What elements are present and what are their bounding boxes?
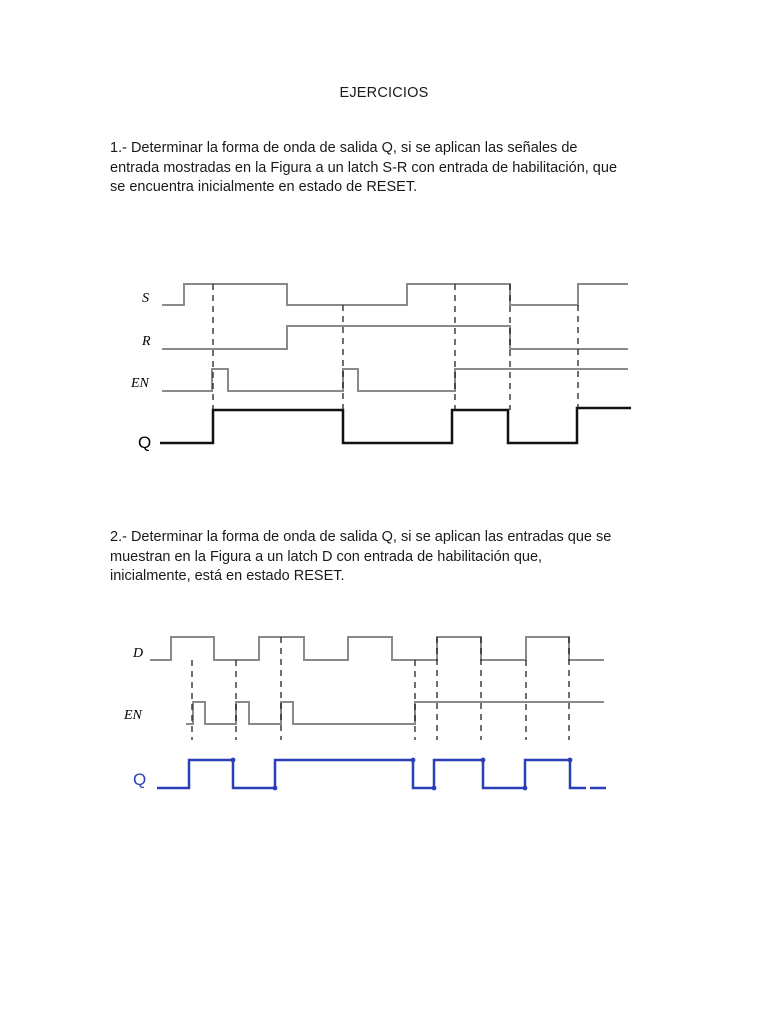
transition-point (230, 757, 236, 763)
waveform-en (162, 368, 628, 392)
signal-label-d: D (132, 646, 143, 661)
sr-latch-timing-diagram: S R EN Q (130, 283, 631, 452)
waveform-r (162, 325, 628, 350)
signal-label-en: EN (130, 376, 150, 391)
waveform-s (162, 283, 628, 306)
waveform-q (160, 406, 631, 445)
waveform-en (186, 701, 604, 725)
transition-point (480, 757, 486, 763)
exercise-1-statement: 1.- Determinar la forma de onda de salid… (110, 139, 670, 198)
page-title: EJERCICIOS (339, 85, 429, 101)
transition-point (567, 757, 573, 763)
exercise-2-line-1: 2.- Determinar la forma de onda de salid… (110, 529, 612, 545)
signal-label-q: Q (138, 433, 151, 452)
signal-label-s: S (142, 291, 149, 306)
waveform-q (157, 758, 586, 790)
transition-point (272, 785, 278, 791)
signal-label-en: EN (123, 708, 143, 723)
d-latch-timing-diagram: D EN Q (123, 636, 606, 791)
waveform-d (150, 636, 604, 661)
exercise-2-statement: 2.- Determinar la forma de onda de salid… (110, 528, 670, 587)
signal-label-r: R (141, 334, 151, 349)
transition-point (431, 785, 437, 791)
exercise-2-line-2: muestran en la Figura a un latch D con e… (110, 548, 543, 565)
transition-point (522, 785, 528, 791)
exercise-1-line-3: se encuentra inicialmente en estado de R… (110, 179, 418, 195)
transition-point (410, 757, 416, 763)
exercise-1-line-1: 1.- Determinar la forma de onda de salid… (110, 140, 578, 156)
signal-label-q: Q (133, 770, 146, 789)
exercise-2-line-3: inicialmente, está en estado RESET. (110, 568, 345, 584)
exercise-1-line-2: entrada mostradas en la Figura a un latc… (110, 159, 618, 176)
